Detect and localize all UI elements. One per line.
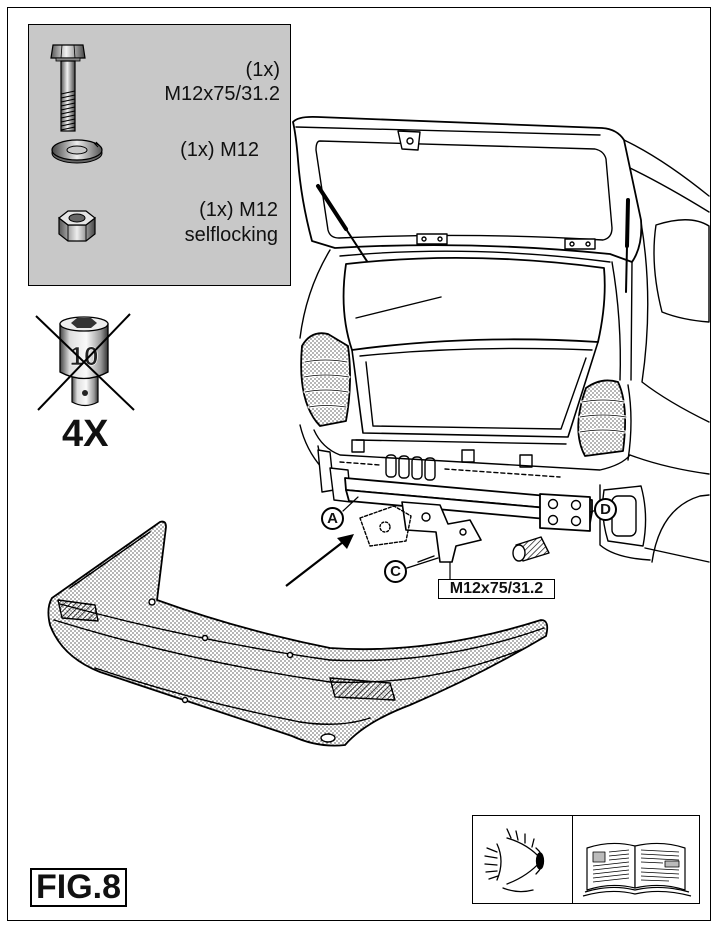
hinge-right — [564, 238, 596, 250]
bolt-spec-text: (1x) M12x75/31.2 — [164, 58, 280, 106]
tow-ball-stem — [512, 536, 550, 562]
car-body-side — [299, 139, 710, 563]
manual-book-icon — [582, 842, 692, 897]
socket-icon: 10 — [35, 313, 135, 411]
nut-quantity-size: (1x) M12 — [199, 199, 278, 221]
bumper-reflector-left — [57, 599, 99, 622]
reference-divider — [572, 816, 573, 903]
hinge-left — [416, 233, 448, 245]
gas-strut-right — [625, 198, 630, 293]
figure-label: FIG.8 — [30, 868, 127, 907]
callout-d: D — [594, 498, 617, 521]
callout-a: A — [321, 507, 344, 530]
bolt-icon — [50, 44, 86, 132]
socket-quantity: 4X — [62, 413, 109, 455]
tow-hitch-bracket-ghost — [359, 505, 412, 547]
washer-icon — [51, 139, 103, 164]
bolt-spec-callout: M12x75/31.2 — [438, 579, 555, 599]
bumper-reflector-right — [329, 677, 396, 701]
nut-type: selflocking — [184, 224, 278, 246]
mounting-bracket-d — [539, 493, 591, 532]
bolt-quantity: (1x) — [245, 59, 280, 81]
nut-spec-text: (1x) M12 selflocking — [185, 198, 278, 248]
rear-bumper — [47, 520, 549, 747]
washer-quantity-size: (1x) M12 — [180, 139, 259, 161]
socket-size-label: 10 — [70, 341, 99, 371]
washer-spec-text: (1x) M12 — [180, 138, 259, 162]
car-rear-illustration — [292, 115, 710, 580]
arrow-icon — [285, 534, 354, 587]
taillight-right — [577, 379, 628, 457]
tow-hitch-bracket — [401, 501, 482, 563]
nut-icon — [58, 210, 96, 242]
parts-list-box: (1x) M12x75/31.2 (1x) M12 (1x) M12 selfl… — [28, 24, 291, 286]
rear-window-shelf — [342, 256, 622, 381]
callout-c: C — [384, 560, 407, 583]
tailgate-latch — [397, 130, 421, 151]
cross-out-line — [35, 315, 135, 411]
bolt-size: M12x75/31.2 — [164, 83, 280, 105]
reference-icons-box — [472, 815, 700, 904]
eye-icon — [484, 828, 545, 893]
tailgate — [292, 115, 643, 263]
cross-out-line — [37, 313, 131, 411]
trunk-opening — [351, 341, 599, 445]
taillight-left — [300, 332, 351, 427]
towbar-crossbar — [329, 467, 593, 524]
